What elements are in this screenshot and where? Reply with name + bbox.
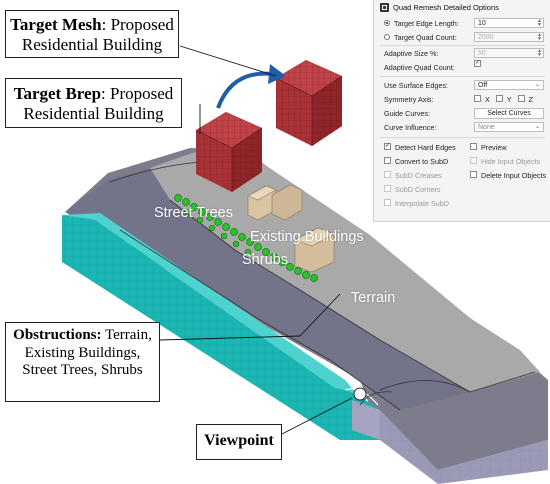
row-target-edge-length: Target Edge Length: 10 ▲▼ [374, 17, 550, 29]
quad-remesh-options-panel: Quad Remesh Detailed Options Target Edge… [373, 0, 550, 222]
obstructions-title: Obstructions: [13, 327, 102, 343]
symmetry-y-label: Y [506, 94, 512, 104]
symmetry-x-label: X [485, 94, 490, 104]
symmetry-z-checkbox[interactable] [517, 95, 525, 103]
label-existing-buildings: Existing Buildings [250, 229, 364, 245]
row-adaptive-quad-count: Adaptive Quad Count: ✓ [374, 60, 550, 73]
rhino-app-icon [380, 3, 389, 12]
transform-arrow [216, 64, 286, 109]
curve-influence-label: Curve Influence: [384, 122, 437, 132]
preview-checkbox[interactable] [470, 143, 477, 151]
subd-creases-label: SubD Creases [395, 170, 442, 180]
interpolate-subd-checkbox[interactable] [384, 199, 391, 207]
row-subd-creases: SubD Creases Delete Input Objects [374, 169, 550, 181]
delete-input-objects-checkbox[interactable] [470, 171, 477, 179]
target-edge-length-radio[interactable] [384, 19, 390, 26]
adaptive-size-field[interactable]: 50 ▲▼ [474, 48, 544, 58]
target-brep-building [195, 112, 263, 192]
target-edge-length-label: Target Edge Length: [394, 18, 459, 28]
target-brep-desc: : Proposed Residential Building [23, 84, 174, 124]
convert-to-subd-checkbox[interactable] [384, 157, 391, 165]
row-guide-curves: Guide Curves: Select Curves [374, 107, 550, 119]
preview-label: Preview [481, 142, 507, 152]
spinner-icon[interactable]: ▲▼ [537, 32, 542, 42]
select-curves-button[interactable]: Select Curves [474, 107, 544, 119]
existing-buildings [247, 184, 335, 273]
adaptive-size-label: Adaptive Size %: [384, 48, 439, 58]
adaptive-size-value: 50 [478, 50, 486, 57]
leader-lines [159, 45, 353, 435]
target-mesh-desc: : Proposed Residential Building [21, 15, 174, 55]
chevron-down-icon: ⌄ [534, 82, 540, 88]
convert-to-subd-label: Convert to SubD [395, 156, 449, 166]
label-terrain: Terrain [351, 290, 396, 306]
label-street-trees: Street Trees [154, 205, 233, 221]
spinner-icon[interactable]: ▲▼ [537, 48, 542, 58]
target-mesh-callout: Target Mesh: Proposed Residential Buildi… [5, 10, 179, 58]
detect-hard-edges-checkbox[interactable]: ✓ [384, 143, 391, 151]
divider [380, 76, 545, 77]
hide-input-objects-checkbox[interactable] [470, 157, 477, 165]
adaptive-quad-count-checkbox[interactable]: ✓ [474, 60, 481, 67]
interpolate-subd-label: Interpolate SubD [395, 198, 449, 208]
target-quad-count-value: 2000 [478, 34, 494, 41]
row-subd-corners: SubD Corners [374, 183, 550, 195]
target-quad-count-radio[interactable] [384, 33, 390, 40]
guide-curves-label: Guide Curves: [384, 108, 430, 118]
use-surface-edges-select[interactable]: Off ⌄ [474, 80, 544, 90]
row-detect-hard-edges: ✓ Detect Hard Edges Preview [374, 141, 550, 153]
curve-influence-value: None [478, 124, 495, 131]
use-surface-edges-value: Off [478, 82, 488, 89]
row-target-quad-count: Target Quad Count: 2000 ▲▼ [374, 31, 550, 43]
target-brep-title: Target Brep [13, 84, 102, 103]
target-edge-length-value: 10 [478, 20, 486, 27]
delete-input-objects-label: Delete Input Objects [481, 170, 547, 180]
viewpoint-title: Viewpoint [204, 432, 274, 449]
terrain-model [62, 148, 548, 484]
symmetry-axis-label: Symmetry Axis: [384, 94, 434, 104]
target-quad-count-label: Target Quad Count: [394, 32, 457, 42]
obstructions-desc: Terrain, Existing Buildings, Street Tree… [22, 327, 152, 379]
curve-influence-select[interactable]: None ⌄ [474, 122, 544, 132]
row-adaptive-size: Adaptive Size %: 50 ▲▼ [374, 47, 550, 59]
use-surface-edges-label: Use Surface Edges: [384, 80, 448, 90]
row-curve-influence: Curve Influence: None ⌄ [374, 121, 550, 133]
symmetry-y-checkbox[interactable] [495, 95, 503, 103]
target-quad-count-field[interactable]: 2000 ▲▼ [474, 32, 544, 42]
divider [380, 45, 545, 46]
street-trees [174, 194, 318, 282]
detect-hard-edges-label: Detect Hard Edges [395, 142, 456, 152]
panel-titlebar: Quad Remesh Detailed Options [374, 0, 550, 15]
adaptive-quad-count-label: Adaptive Quad Count: [384, 62, 455, 72]
target-mesh-building [275, 60, 343, 146]
divider [380, 137, 545, 138]
subd-corners-label: SubD Corners [395, 184, 441, 194]
subd-corners-checkbox[interactable] [384, 185, 391, 193]
viewpoint-callout: Viewpoint [196, 424, 282, 460]
row-interpolate-subd: Interpolate SubD [374, 197, 550, 209]
target-edge-length-field[interactable]: 10 ▲▼ [474, 18, 544, 28]
subd-creases-checkbox[interactable] [384, 171, 391, 179]
label-shrubs: Shrubs [242, 252, 288, 268]
row-use-surface-edges: Use Surface Edges: Off ⌄ [374, 79, 550, 91]
chevron-down-icon: ⌄ [534, 124, 540, 130]
obstructions-callout: Obstructions: Terrain, Existing Building… [5, 322, 160, 402]
symmetry-x-checkbox[interactable] [474, 95, 481, 103]
symmetry-z-label: Z [528, 94, 533, 104]
target-mesh-title: Target Mesh [10, 15, 102, 34]
spinner-icon[interactable]: ▲▼ [537, 18, 542, 28]
row-symmetry-axis: Symmetry Axis: X Y Z [374, 93, 550, 105]
hide-input-objects-label: Hide Input Objects [481, 156, 541, 166]
target-brep-callout: Target Brep: Proposed Residential Buildi… [5, 78, 182, 128]
panel-title: Quad Remesh Detailed Options [393, 3, 499, 12]
row-convert-to-subd: Convert to SubD Hide Input Objects [374, 155, 550, 167]
